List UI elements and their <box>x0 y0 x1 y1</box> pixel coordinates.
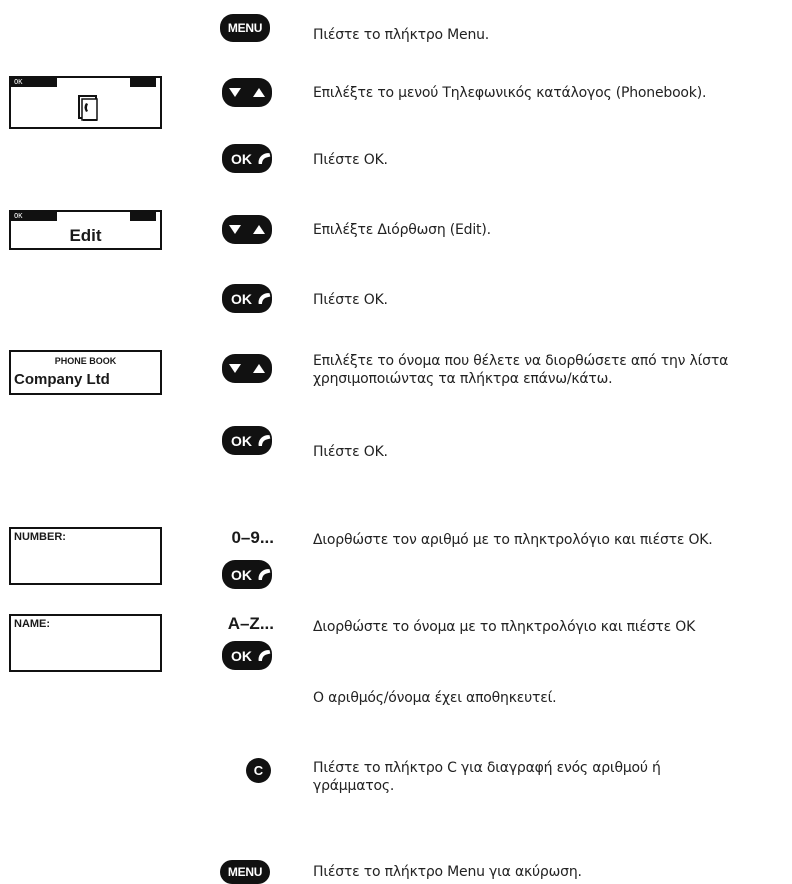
menu-key[interactable]: MENU <box>220 860 270 884</box>
digit-keys: 0–9... <box>231 528 274 547</box>
phone-handset-icon <box>258 568 271 580</box>
lcd-ok-flag: OK <box>11 78 57 87</box>
menu-key-label: MENU <box>227 865 263 879</box>
c-key[interactable]: C <box>246 758 271 783</box>
lcd-list-title: PHONE BOOK <box>54 356 117 366</box>
step-1-text: Πιέστε το πλήκτρο Menu. <box>313 27 490 43</box>
step-12-text: Πιέστε το πλήκτρο Menu για ακύρωση. <box>313 864 582 880</box>
phone-handset-icon <box>258 152 271 164</box>
ok-key-label: OK <box>231 290 252 307</box>
ok-key[interactable]: OK <box>222 426 272 455</box>
step-7-text: Πιέστε OK. <box>313 444 388 460</box>
lcd-arrows-icon <box>130 78 156 91</box>
step-10-text: Ο αριθμός/όνομα έχει αποθηκευτεί. <box>313 690 557 706</box>
phone-handset-icon <box>258 434 271 446</box>
letter-keys: A–Z... <box>227 614 274 633</box>
nav-keys[interactable] <box>222 354 272 383</box>
step-6-text: Επιλέξτε το όνομα που θέλετε να διορθώσε… <box>313 353 729 387</box>
ok-key[interactable]: OK <box>222 560 272 589</box>
ok-key-label: OK <box>231 566 252 583</box>
phone-handset-icon <box>258 649 271 661</box>
nav-keys[interactable] <box>222 78 272 107</box>
lcd-number-label: NUMBER: <box>14 531 66 543</box>
lcd-list-entry: Company Ltd <box>14 371 110 388</box>
step-3-text: Πιέστε OK. <box>313 152 388 168</box>
menu-key-label: MENU <box>227 21 263 35</box>
ok-key-label: OK <box>231 647 252 664</box>
step-2-text: Επιλέξτε το μενού Τηλεφωνικός κατάλογος … <box>313 85 707 101</box>
lcd-name: NAME: <box>9 614 162 672</box>
lcd-edit-text: Edit <box>69 226 102 245</box>
menu-key[interactable]: MENU <box>220 14 270 42</box>
nav-keys[interactable] <box>222 215 272 244</box>
phonebook-icon <box>77 94 99 126</box>
phone-handset-icon <box>258 292 271 304</box>
step-8-text: Διορθώστε τον αριθμό με το πληκτρολόγιο … <box>313 532 713 548</box>
lcd-ok-flag: OK <box>11 212 57 221</box>
ok-key[interactable]: OK <box>222 641 272 670</box>
lcd-name-label: NAME: <box>14 618 51 630</box>
down-up-arrows-icon <box>229 224 265 234</box>
lcd-phonebook: OK <box>9 76 162 129</box>
down-up-arrows-icon <box>229 363 265 373</box>
ok-key[interactable]: OK <box>222 144 272 173</box>
step-9-text: Διορθώστε το όνομα με το πληκτρολόγιο κα… <box>313 619 696 635</box>
lcd-number: NUMBER: <box>9 527 162 585</box>
lcd-phonebook-list: PHONE BOOK Company Ltd <box>9 350 162 395</box>
ok-key[interactable]: OK <box>222 284 272 313</box>
ok-key-label: OK <box>231 432 252 449</box>
lcd-arrows-icon <box>130 212 156 225</box>
ok-key-label: OK <box>231 150 252 167</box>
down-up-arrows-icon <box>229 87 265 97</box>
step-5-text: Πιέστε OK. <box>313 292 388 308</box>
c-key-label: C <box>253 763 264 778</box>
step-4-text: Επιλέξτε Διόρθωση (Edit). <box>313 222 491 238</box>
step-11-text: Πιέστε το πλήκτρο C για διαγραφή ενός αρ… <box>313 760 661 794</box>
lcd-edit: OK Edit <box>9 210 162 250</box>
